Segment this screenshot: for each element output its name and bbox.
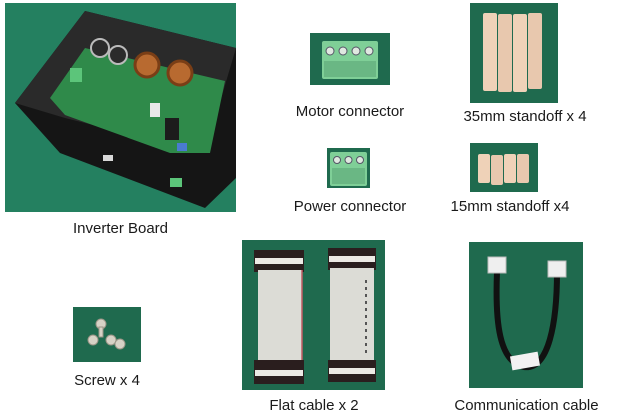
side-port	[103, 155, 113, 161]
standoff	[483, 13, 497, 91]
motor-connector-photo	[310, 33, 390, 85]
inverter-board-photo	[5, 3, 236, 212]
ribbon-connector-band	[329, 256, 375, 262]
screw-head	[338, 46, 348, 56]
capacitor-1	[90, 38, 110, 58]
standoff-35mm-image	[483, 13, 542, 92]
terminal-slots	[332, 168, 365, 184]
screw-shank	[98, 326, 104, 338]
standoff	[491, 155, 503, 185]
screw-head	[333, 156, 341, 164]
power-connector-label: Power connector	[293, 198, 407, 215]
cable-plug-left	[487, 256, 507, 274]
inverter-board-label: Inverter Board	[72, 220, 169, 237]
standoff	[498, 14, 512, 92]
side-terminal	[170, 178, 182, 187]
screw-head	[344, 156, 353, 164]
terminal-block	[70, 68, 82, 82]
screw-head	[351, 46, 361, 56]
ribbon-connector-band	[255, 258, 303, 264]
component-white	[150, 103, 160, 117]
flat-cable-image	[254, 248, 376, 384]
potentiometer	[177, 143, 187, 151]
standoff	[517, 154, 529, 183]
standoff	[478, 154, 490, 183]
standoff-15mm-image	[478, 154, 529, 185]
screw	[87, 334, 99, 346]
screw-head	[325, 46, 335, 56]
cable-plug-right	[547, 260, 567, 278]
screw-photo	[73, 307, 141, 362]
ribbon-cable	[258, 270, 302, 362]
standoff	[528, 13, 542, 89]
power-connector-photo	[327, 148, 370, 188]
screw-head	[364, 46, 374, 56]
communication-cable-photo	[469, 242, 583, 388]
screw	[114, 338, 126, 350]
motor-connector-label: Motor connector	[295, 103, 405, 120]
standoff-15mm-label: 15mm standoff x4	[450, 198, 570, 215]
screw-label: Screw x 4	[74, 372, 140, 389]
standoff	[513, 14, 527, 92]
ribbon-connector-band	[255, 370, 303, 376]
ribbon-cable	[330, 268, 374, 362]
power-connector-image	[330, 152, 367, 186]
flat-cable-label: Flat cable x 2	[269, 397, 359, 414]
inductor-1	[133, 51, 161, 79]
capacitor-2	[108, 45, 128, 65]
standoff-35mm-photo	[470, 3, 558, 103]
ribbon-connector-band	[329, 368, 375, 374]
inverter-board-image	[15, 11, 236, 208]
communication-cable-label: Communication cable	[454, 397, 599, 414]
inductor-2	[166, 59, 194, 87]
flat-cable-photo	[242, 240, 385, 390]
cable-wires	[493, 271, 560, 371]
standoff	[504, 154, 516, 183]
screw-head	[356, 156, 364, 164]
communication-cable-image	[487, 256, 567, 371]
cable-label-tag	[509, 351, 541, 371]
standoff-35mm-label: 35mm standoff x 4	[463, 108, 587, 125]
screw	[105, 334, 117, 346]
standoff-15mm-photo	[470, 143, 538, 192]
terminal-slots	[324, 61, 376, 77]
relay	[165, 118, 179, 140]
motor-connector-image	[322, 41, 378, 79]
screw-image	[87, 318, 126, 350]
